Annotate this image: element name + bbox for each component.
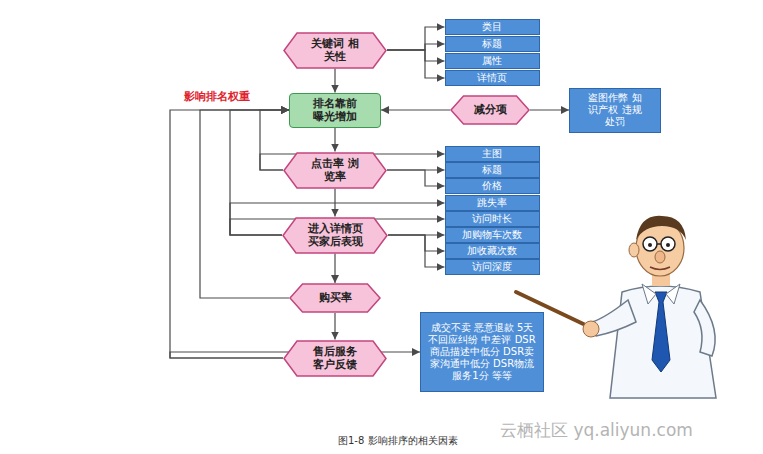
hexagon-shape [284,153,386,188]
node-text: 加购物车次数 [448,229,536,241]
flow-connector [530,109,569,110]
node-text: 标题 [448,164,536,176]
node-text: 跳失率 [448,197,536,209]
node-text: 加收藏次数 [448,245,536,257]
result-box: 排名靠前 曝光增加 [289,93,381,128]
node-text: 访问时长 [448,213,536,225]
watermark: 云栖社区 yq.aliyun.com [500,419,693,442]
factor-box: 标题 [445,162,540,178]
factor-box: 加收藏次数 [445,243,540,259]
factor-box: 详情页 [445,70,540,86]
flow-connector [387,170,445,186]
factor-box: 类目 [445,19,540,35]
factor-box: 访问时长 [445,211,540,227]
flow-connector [381,109,450,110]
flow-connector [200,110,289,298]
flow-connector [230,110,289,235]
factor-box: 跳失率 [445,195,540,211]
flow-connector [334,69,335,93]
teacher-figure [516,216,716,398]
hexagon-shape [451,96,529,124]
node-text: 详情页 [448,72,536,84]
node-text: 主图 [448,148,536,160]
flow-connector [387,44,445,50]
factor-box: 价格 [445,178,540,194]
hex-step: 关键词 相关性 [283,32,387,69]
node-text: 访问深度 [448,261,536,273]
node-text: 购买率 [310,291,360,304]
node-text: 属性 [448,55,536,67]
factor-box: 访问深度 [445,259,540,275]
node-text: 排名靠前 曝光增加 [308,97,362,124]
hexagon-shape [284,33,386,68]
node-text: 价格 [448,180,536,192]
factor-box: 成交不卖 恶意退款 5天不回应纠纷 中差评 DSR商品描述中低分 DSR卖家沟通… [420,312,544,392]
flow-connector [387,50,445,78]
hex-step: 购买率 [289,283,381,313]
flow-connector [334,313,335,340]
node-text: 关键词 相关性 [309,37,361,64]
flow-connector [387,27,445,50]
factor-box: 属性 [445,53,540,69]
flow-connector [388,235,445,251]
flow-connector [260,110,289,170]
hexagon-shape [284,341,386,376]
node-text: 减分项 [468,103,512,116]
figure-caption: 图1-8 影响排序的相关因素 [338,434,458,448]
node-text: 盗图作弊 知识产权 违规处罚 [584,92,646,129]
factor-box: 盗图作弊 知识产权 违规处罚 [569,88,661,133]
hexagon-shape [283,218,387,253]
hex-step: 减分项 [450,95,530,125]
node-text: 类目 [448,21,536,33]
flow-connector [170,110,289,358]
node-text: 点击率 浏览率 [309,157,361,184]
hex-step: 点击率 浏览率 [283,152,387,189]
flow-connector [388,235,445,267]
flow-connector [387,50,445,61]
factor-box: 标题 [445,36,540,52]
hexagon-shape [290,284,380,312]
weight-label: 影响排名权重 [184,89,250,104]
flow-connector [334,128,335,152]
factor-box: 加购物车次数 [445,227,540,243]
flow-connector [334,254,335,284]
node-text: 标题 [448,38,536,50]
node-text: 进入详情页 买家后表现 [304,222,366,249]
factor-box: 主图 [445,146,540,162]
hex-step: 售后服务 客户反馈 [283,340,387,377]
node-text: 成交不卖 恶意退款 5天不回应纠纷 中差评 DSR商品描述中低分 DSR卖家沟通… [428,322,536,383]
hex-step: 进入详情页 买家后表现 [282,217,388,254]
node-text: 售后服务 客户反馈 [309,345,361,372]
